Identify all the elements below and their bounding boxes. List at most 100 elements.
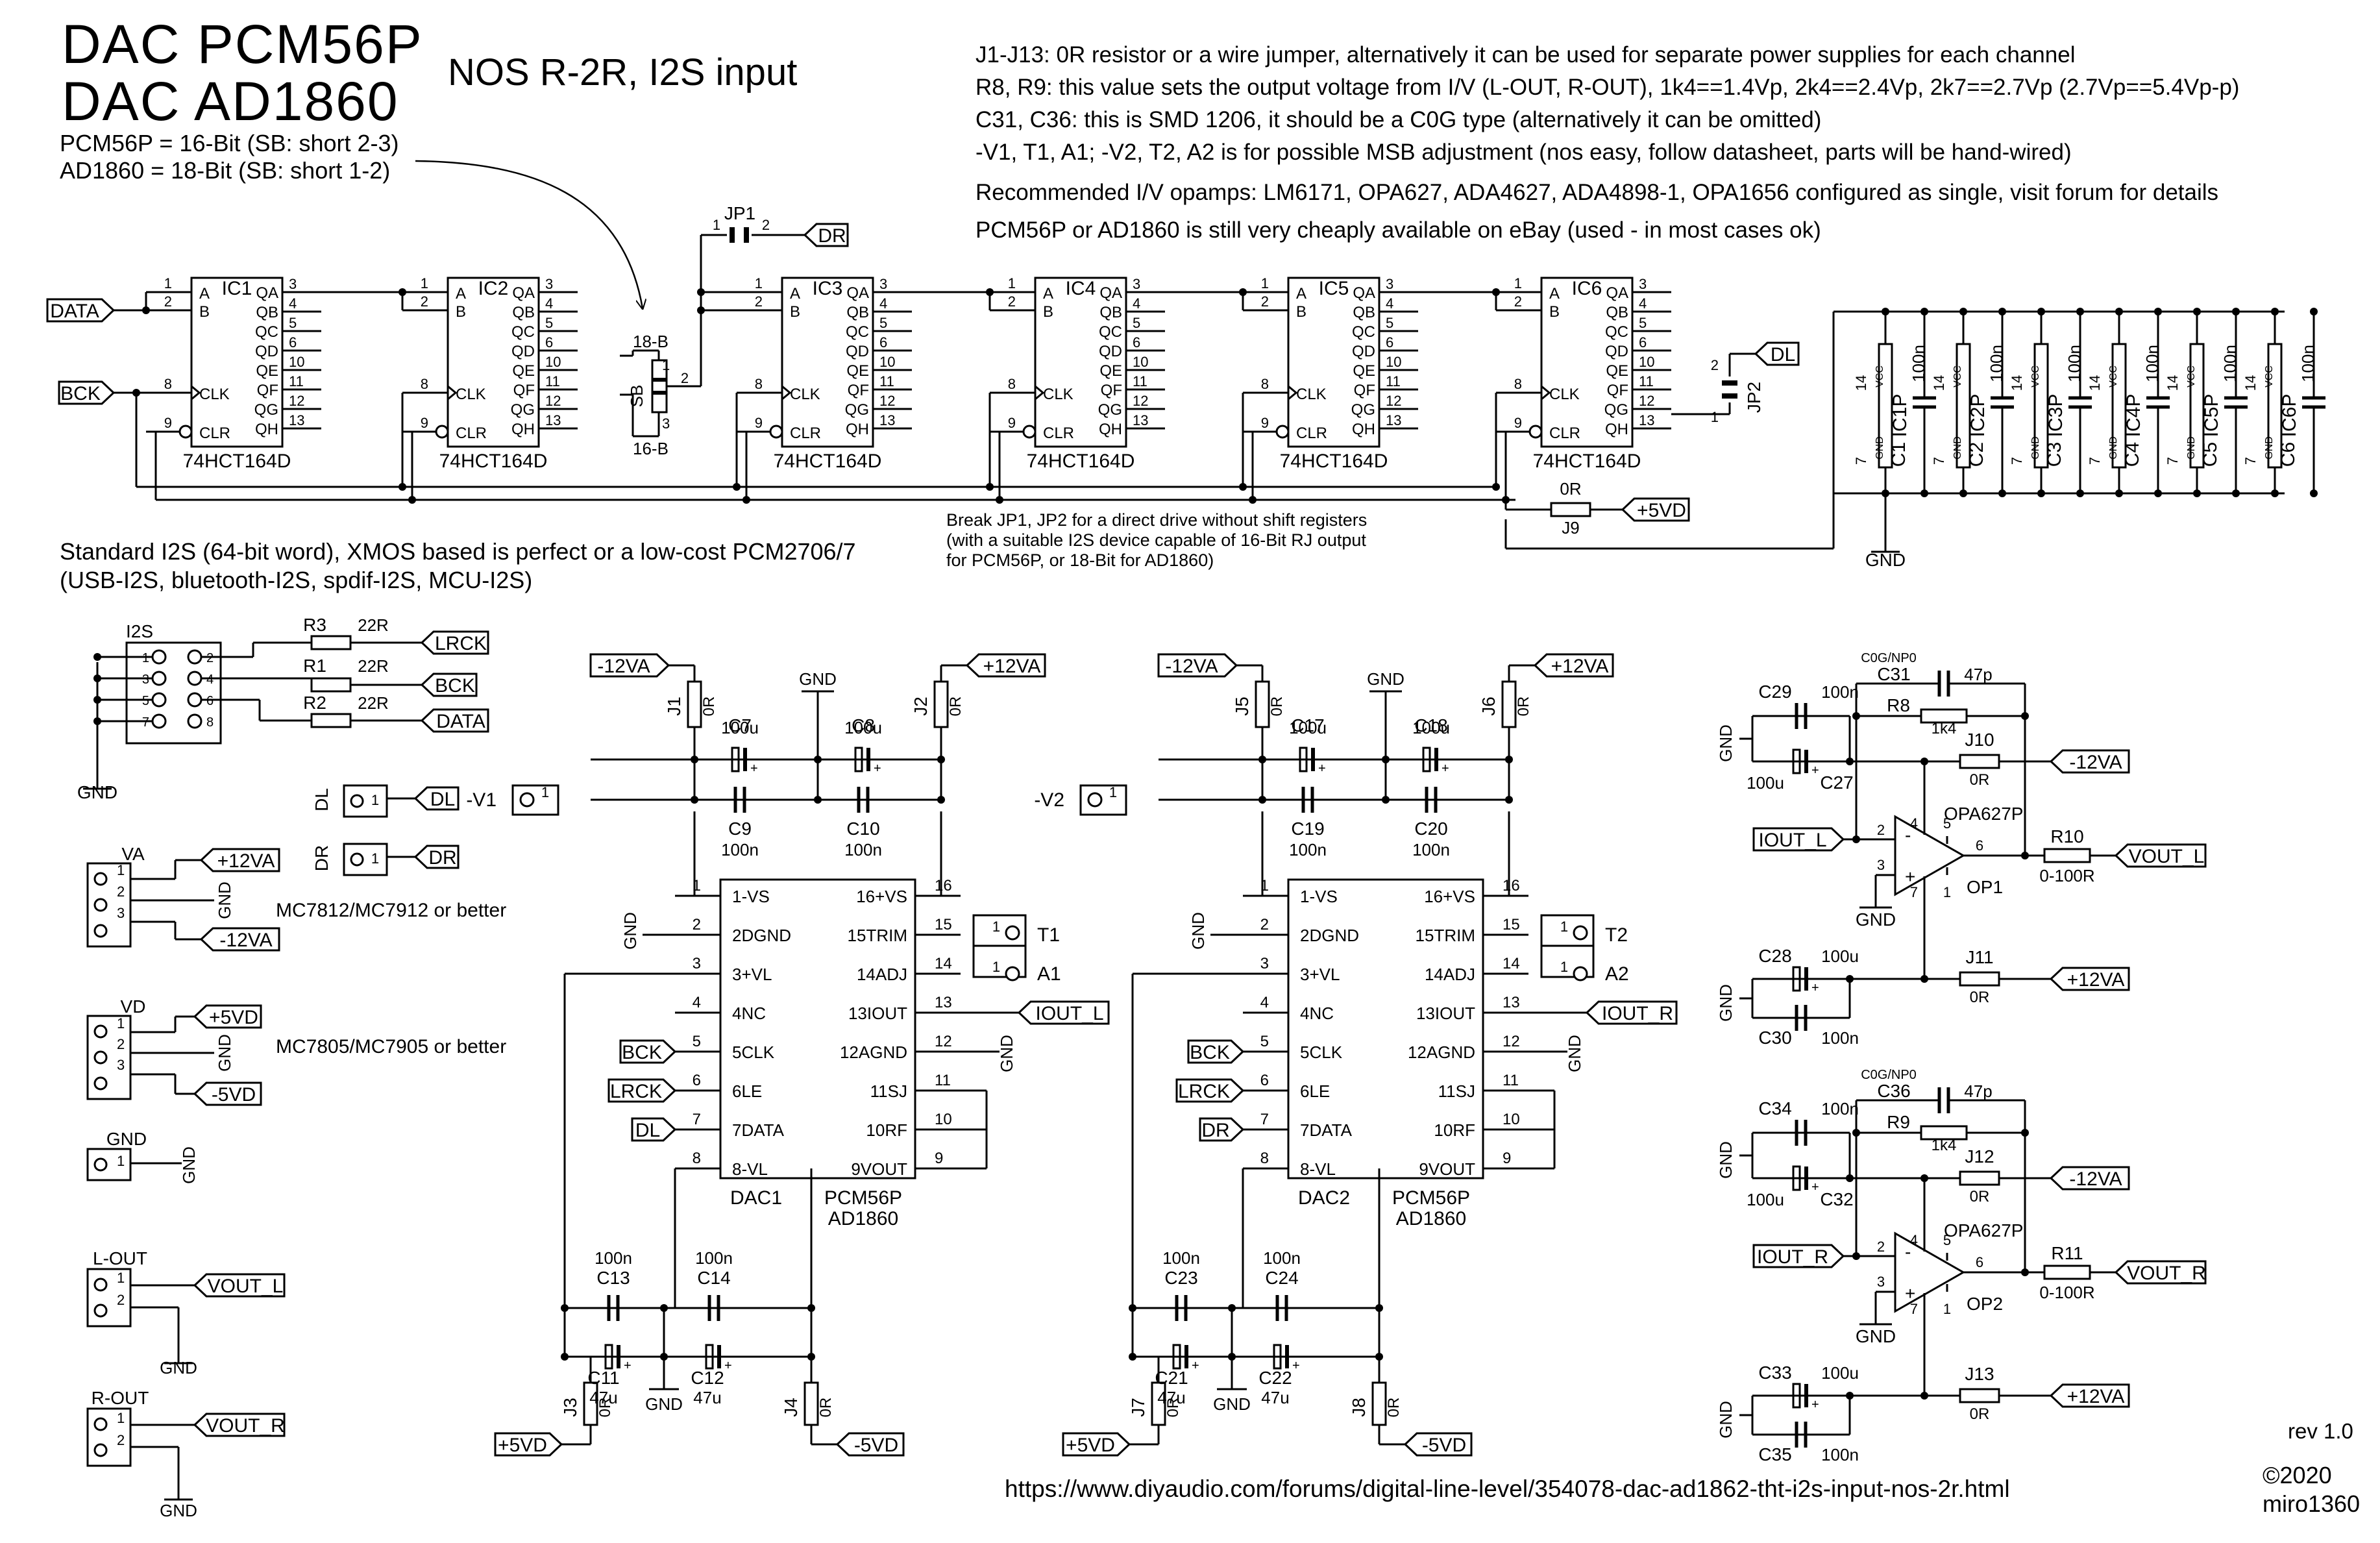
vcc-txt: VCC bbox=[2186, 365, 2197, 388]
dac-pin-num: 4 bbox=[693, 994, 701, 1011]
pin-num: 3 bbox=[879, 276, 887, 292]
junction-dot bbox=[2021, 712, 2029, 720]
net-m12va-va bbox=[199, 927, 280, 952]
r3-ref: R3 bbox=[303, 615, 326, 635]
net-dr-conn bbox=[413, 845, 460, 869]
op-ref: OP1 bbox=[1967, 877, 2003, 897]
junction-dot bbox=[93, 696, 101, 704]
el-cap bbox=[731, 747, 740, 772]
pin-num: 7 bbox=[1910, 884, 1918, 900]
pin-name: QE bbox=[512, 362, 535, 380]
opamp-op2 bbox=[1894, 1231, 1966, 1313]
net-5vd-ch2 bbox=[1062, 1432, 1131, 1457]
dac-pin-name: 10RF bbox=[866, 1120, 907, 1140]
revision: rev 1.0 bbox=[2288, 1419, 2353, 1443]
shift-register-6 bbox=[1540, 277, 1634, 448]
junction-dot bbox=[1920, 758, 1928, 765]
cap-ref: C24 bbox=[1265, 1268, 1298, 1288]
pin-name: CLR bbox=[1549, 425, 1580, 442]
r2-ref: R2 bbox=[303, 693, 326, 713]
pin-num: 12 bbox=[1133, 393, 1148, 409]
plus-sign: + bbox=[1292, 1359, 1300, 1373]
net-m5vd-ch1 bbox=[835, 1432, 905, 1457]
cap-val: 100u bbox=[1412, 718, 1450, 737]
net-iin-op1 bbox=[1752, 827, 1845, 852]
net-m5vd-vd bbox=[193, 1081, 262, 1106]
pin-num: 11 bbox=[289, 373, 304, 389]
net-m5vd-ch2-text: -5VD bbox=[1422, 1435, 1466, 1456]
jp1-pin1: 1 bbox=[713, 217, 720, 233]
clock-triangle bbox=[447, 385, 458, 401]
pin14: 14 bbox=[1853, 375, 1869, 391]
pin14: 14 bbox=[2242, 375, 2259, 391]
dac-pin-num: 10 bbox=[1503, 1111, 1520, 1128]
pin-name: QB bbox=[846, 304, 869, 321]
junction-dot bbox=[2037, 308, 2045, 315]
hdr-pin bbox=[187, 713, 202, 729]
pin-num: 13 bbox=[289, 412, 304, 428]
junction-dot bbox=[408, 496, 416, 504]
op-part: OPA627P bbox=[1944, 804, 2023, 824]
pin-num: 1 bbox=[117, 1015, 125, 1031]
opamp-op1 bbox=[1894, 815, 1966, 896]
pin-circle bbox=[93, 1157, 108, 1172]
cap-ref: C9 bbox=[728, 819, 752, 839]
inverter-bubble bbox=[1275, 425, 1290, 439]
shift-register-4 bbox=[1034, 277, 1127, 448]
dac-pin-num: 10 bbox=[935, 1111, 952, 1128]
gnd-conn-text: GND bbox=[179, 1146, 199, 1184]
shift-register-2 bbox=[447, 277, 540, 448]
dac-part1: PCM56P bbox=[824, 1187, 902, 1209]
j-ref: J13 bbox=[1965, 1364, 1994, 1384]
pin-name: CLK bbox=[1296, 386, 1327, 403]
vcc-ref: IC1P bbox=[1889, 394, 1911, 438]
ic-part: 74HCT164D bbox=[439, 451, 548, 472]
lout-label: L-OUT bbox=[93, 1248, 147, 1268]
junction-dot bbox=[399, 483, 406, 491]
pin-num: 2 bbox=[1261, 293, 1269, 310]
dac-ref: DAC2 bbox=[1298, 1187, 1350, 1209]
pin-num: 2 bbox=[1008, 293, 1016, 310]
cap-val: 100n bbox=[695, 1248, 733, 1268]
junction-dot bbox=[986, 288, 994, 296]
rf-val: 1k4 bbox=[1932, 1137, 1957, 1154]
pin-name: A bbox=[1549, 285, 1560, 302]
net-lrck-ch1-text: LRCK bbox=[610, 1081, 662, 1102]
pin-name: QC bbox=[1352, 323, 1375, 341]
clock-triangle bbox=[1035, 385, 1045, 401]
break-note-line3: for PCM56P, or 18-Bit for AD1860) bbox=[946, 550, 1214, 570]
net-data-ch2 bbox=[1199, 1117, 1245, 1142]
pin-name: CLK bbox=[456, 386, 486, 403]
hdr-pin bbox=[187, 692, 202, 708]
dac-pin-name: 11SJ bbox=[870, 1081, 907, 1101]
gnd-text: GND bbox=[620, 912, 640, 950]
ic-ref: IC2 bbox=[478, 278, 509, 299]
cap-ref: C12 bbox=[691, 1368, 724, 1388]
pin-name: B bbox=[1549, 303, 1560, 321]
resistor bbox=[310, 635, 352, 650]
junction-dot bbox=[1239, 288, 1247, 296]
gnd-txt: GND bbox=[2264, 436, 2275, 460]
net-m12va-ch2-text: -12VA bbox=[1165, 656, 1218, 677]
pin-name: QD bbox=[1352, 343, 1375, 360]
subtitle: NOS R-2R, I2S input bbox=[448, 51, 798, 93]
regulator-d: MC7805/MC7905 or better bbox=[276, 1036, 506, 1057]
pin-num: 6 bbox=[879, 334, 887, 351]
pin-name: QA bbox=[1606, 284, 1628, 302]
rout-ref: R11 bbox=[2051, 1243, 2083, 1263]
pin7: 7 bbox=[2009, 457, 2025, 465]
rout-connector bbox=[86, 1407, 132, 1467]
dac-pin-name: 15TRIM bbox=[848, 926, 907, 945]
cap-val: 100u bbox=[1747, 773, 1784, 793]
sb-18b: 18-B bbox=[633, 332, 669, 351]
dac-pin-num: 14 bbox=[935, 955, 952, 972]
ic-part: 74HCT164D bbox=[774, 451, 882, 472]
dac-pin-num: 5 bbox=[1260, 1033, 1269, 1050]
pin-num: 4 bbox=[879, 295, 887, 312]
net-lrck-conn bbox=[420, 630, 489, 655]
junction-dot bbox=[697, 306, 705, 314]
dac-pin-num: 15 bbox=[935, 916, 952, 933]
pin-num: 4 bbox=[1386, 295, 1393, 312]
cap-ref: C11 bbox=[587, 1368, 619, 1388]
gnd-txt: GND bbox=[2108, 436, 2119, 460]
